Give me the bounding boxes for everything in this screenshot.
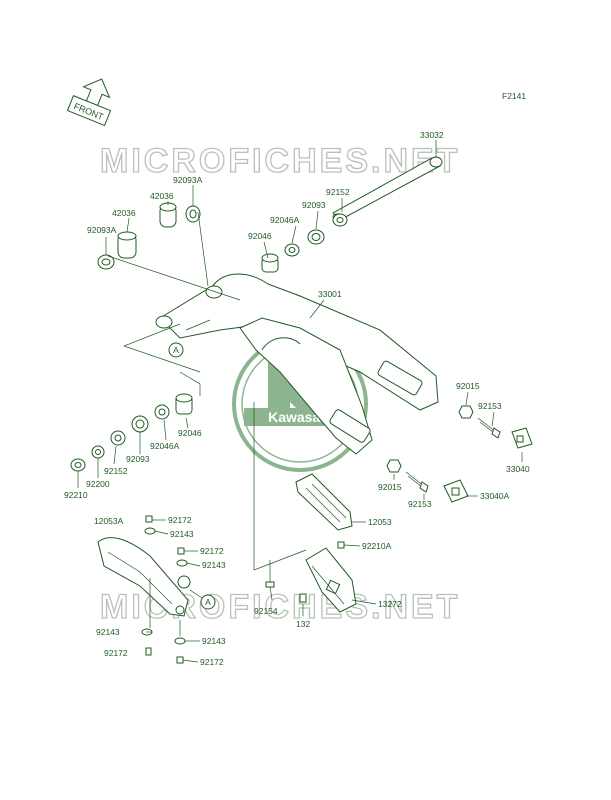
bolt-92210A bbox=[337, 541, 345, 549]
nut-92015-right bbox=[458, 405, 474, 419]
label-92172-a: 92172 bbox=[168, 515, 192, 525]
label-92172-c: 92172 bbox=[104, 648, 128, 658]
seal-92093-top bbox=[307, 229, 325, 245]
label-13272: 13272 bbox=[378, 599, 402, 609]
label-12053A: 12053A bbox=[94, 516, 124, 526]
bearing-92046-left bbox=[175, 393, 193, 415]
callout-a-bottom: A bbox=[200, 594, 216, 610]
washer-92143-b bbox=[176, 559, 188, 567]
label-92152-top: 92152 bbox=[326, 187, 350, 197]
label-33040: 33040 bbox=[506, 464, 530, 474]
label-92172-d: 92172 bbox=[200, 657, 224, 667]
label-92210A: 92210A bbox=[362, 541, 392, 551]
label-92143-c: 92143 bbox=[96, 627, 120, 637]
label-92143-a: 92143 bbox=[170, 529, 194, 539]
block-33040A bbox=[443, 479, 469, 503]
collar-92046A-top bbox=[284, 243, 300, 257]
washer-92200 bbox=[91, 445, 105, 459]
bolt-92153-mid bbox=[405, 471, 429, 493]
washer-92143-a bbox=[144, 527, 156, 535]
label-33032: 33032 bbox=[420, 130, 444, 140]
label-92093-left: 92093 bbox=[126, 454, 150, 464]
label-92154: 92154 bbox=[254, 606, 278, 616]
washer-92143-d bbox=[174, 637, 186, 645]
label-92015-right: 92015 bbox=[456, 381, 480, 391]
collar-92046A-left bbox=[154, 404, 170, 420]
label-92046-top: 92046 bbox=[248, 231, 272, 241]
label-92093-top: 92093 bbox=[302, 200, 326, 210]
nut-92015-mid bbox=[386, 459, 402, 473]
nut-92210 bbox=[70, 458, 86, 472]
chain-slider bbox=[97, 537, 191, 617]
washer-92152-top bbox=[332, 213, 348, 227]
label-92046A-top: 92046A bbox=[270, 215, 300, 225]
collar-42036-left bbox=[117, 231, 137, 259]
label-92143-b: 92143 bbox=[202, 560, 226, 570]
callout-a-bottom-letter: A bbox=[205, 597, 211, 607]
seal-92093-left bbox=[131, 415, 149, 433]
label-92046A-left: 92046A bbox=[150, 441, 180, 451]
label-92153-mid: 92153 bbox=[408, 499, 432, 509]
figure-code: F2141 bbox=[502, 91, 526, 101]
chain-guide-13272 bbox=[305, 547, 357, 613]
label-132: 132 bbox=[296, 619, 310, 629]
swingarm bbox=[155, 273, 439, 455]
label-92200: 92200 bbox=[86, 479, 110, 489]
label-92015-mid: 92015 bbox=[378, 482, 402, 492]
bolt-92172-c bbox=[145, 647, 152, 656]
bolt-92172-a bbox=[145, 515, 153, 523]
collar-42036-top bbox=[159, 202, 177, 228]
label-92172-b: 92172 bbox=[200, 546, 224, 556]
bolt-92172-d bbox=[176, 656, 184, 664]
callout-a-top-letter: A bbox=[173, 345, 179, 355]
label-92093A-left: 92093A bbox=[87, 225, 117, 235]
front-arrow-icon: FRONT bbox=[66, 78, 112, 127]
watermark-top: MICROFICHES.NET bbox=[100, 142, 460, 180]
seal-92093A-top bbox=[185, 205, 201, 223]
chain-guide bbox=[295, 473, 353, 531]
label-33040A: 33040A bbox=[480, 491, 510, 501]
block-33040 bbox=[511, 427, 533, 449]
bolt-92153-right bbox=[477, 417, 501, 439]
label-92093A-top: 92093A bbox=[173, 175, 203, 185]
label-92153-right: 92153 bbox=[478, 401, 502, 411]
label-42036-b: 42036 bbox=[112, 208, 136, 218]
label-92046-left: 92046 bbox=[178, 428, 202, 438]
bolt-92172-b bbox=[177, 547, 185, 555]
label-92152-left: 92152 bbox=[104, 466, 128, 476]
bolt-132 bbox=[299, 593, 307, 603]
label-92143-d: 92143 bbox=[202, 636, 226, 646]
label-92210: 92210 bbox=[64, 490, 88, 500]
callout-a-top: A bbox=[168, 342, 184, 358]
bearing-92046-top bbox=[261, 253, 279, 273]
label-42036-a: 42036 bbox=[150, 191, 174, 201]
label-33001: 33001 bbox=[318, 289, 342, 299]
label-12053: 12053 bbox=[368, 517, 392, 527]
seal-92152-left bbox=[110, 430, 126, 446]
